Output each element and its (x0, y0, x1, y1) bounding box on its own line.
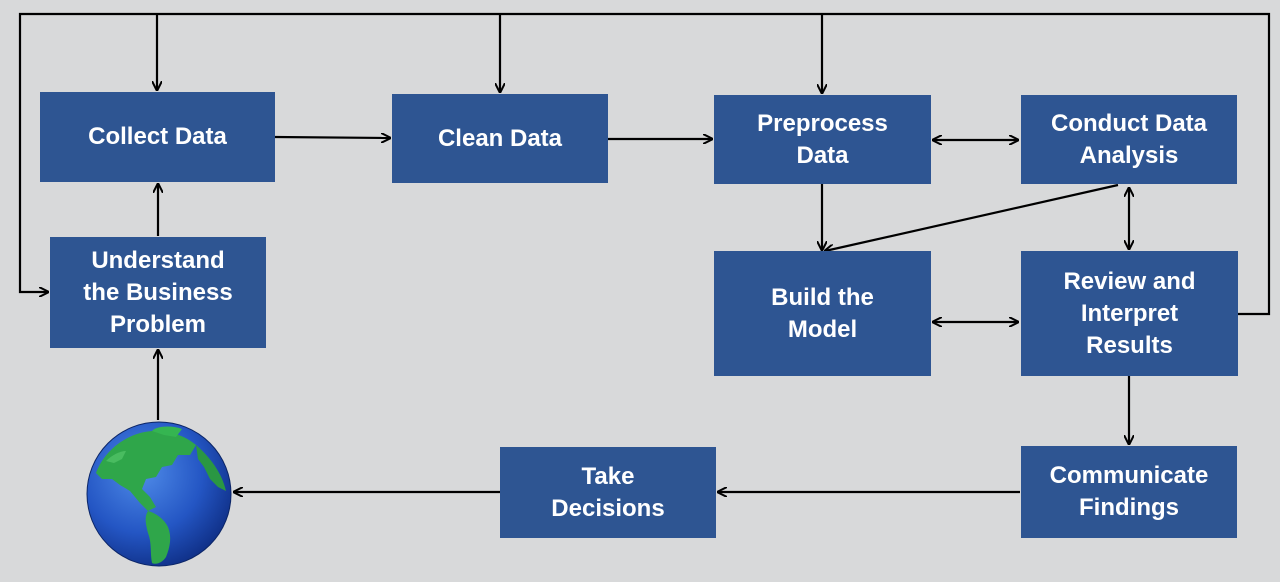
understand-business-problem-box: Understand the Business Problem (50, 237, 266, 348)
collect-to-clean-arrow (274, 137, 390, 138)
globe-icon (86, 421, 232, 567)
analysis-to-model-arrow (825, 183, 1119, 251)
clean-data-box: Clean Data (392, 94, 608, 183)
communicate-findings-box: Communicate Findings (1021, 446, 1237, 538)
review-interpret-results-box: Review and Interpret Results (1021, 251, 1238, 376)
take-decisions-box: Take Decisions (500, 447, 716, 538)
conduct-data-analysis-box: Conduct Data Analysis (1021, 95, 1237, 184)
build-model-box: Build the Model (714, 251, 931, 376)
preprocess-data-box: Preprocess Data (714, 95, 931, 184)
feedback-loop-arrow (18, 12, 1271, 316)
collect-data-box: Collect Data (40, 92, 275, 182)
